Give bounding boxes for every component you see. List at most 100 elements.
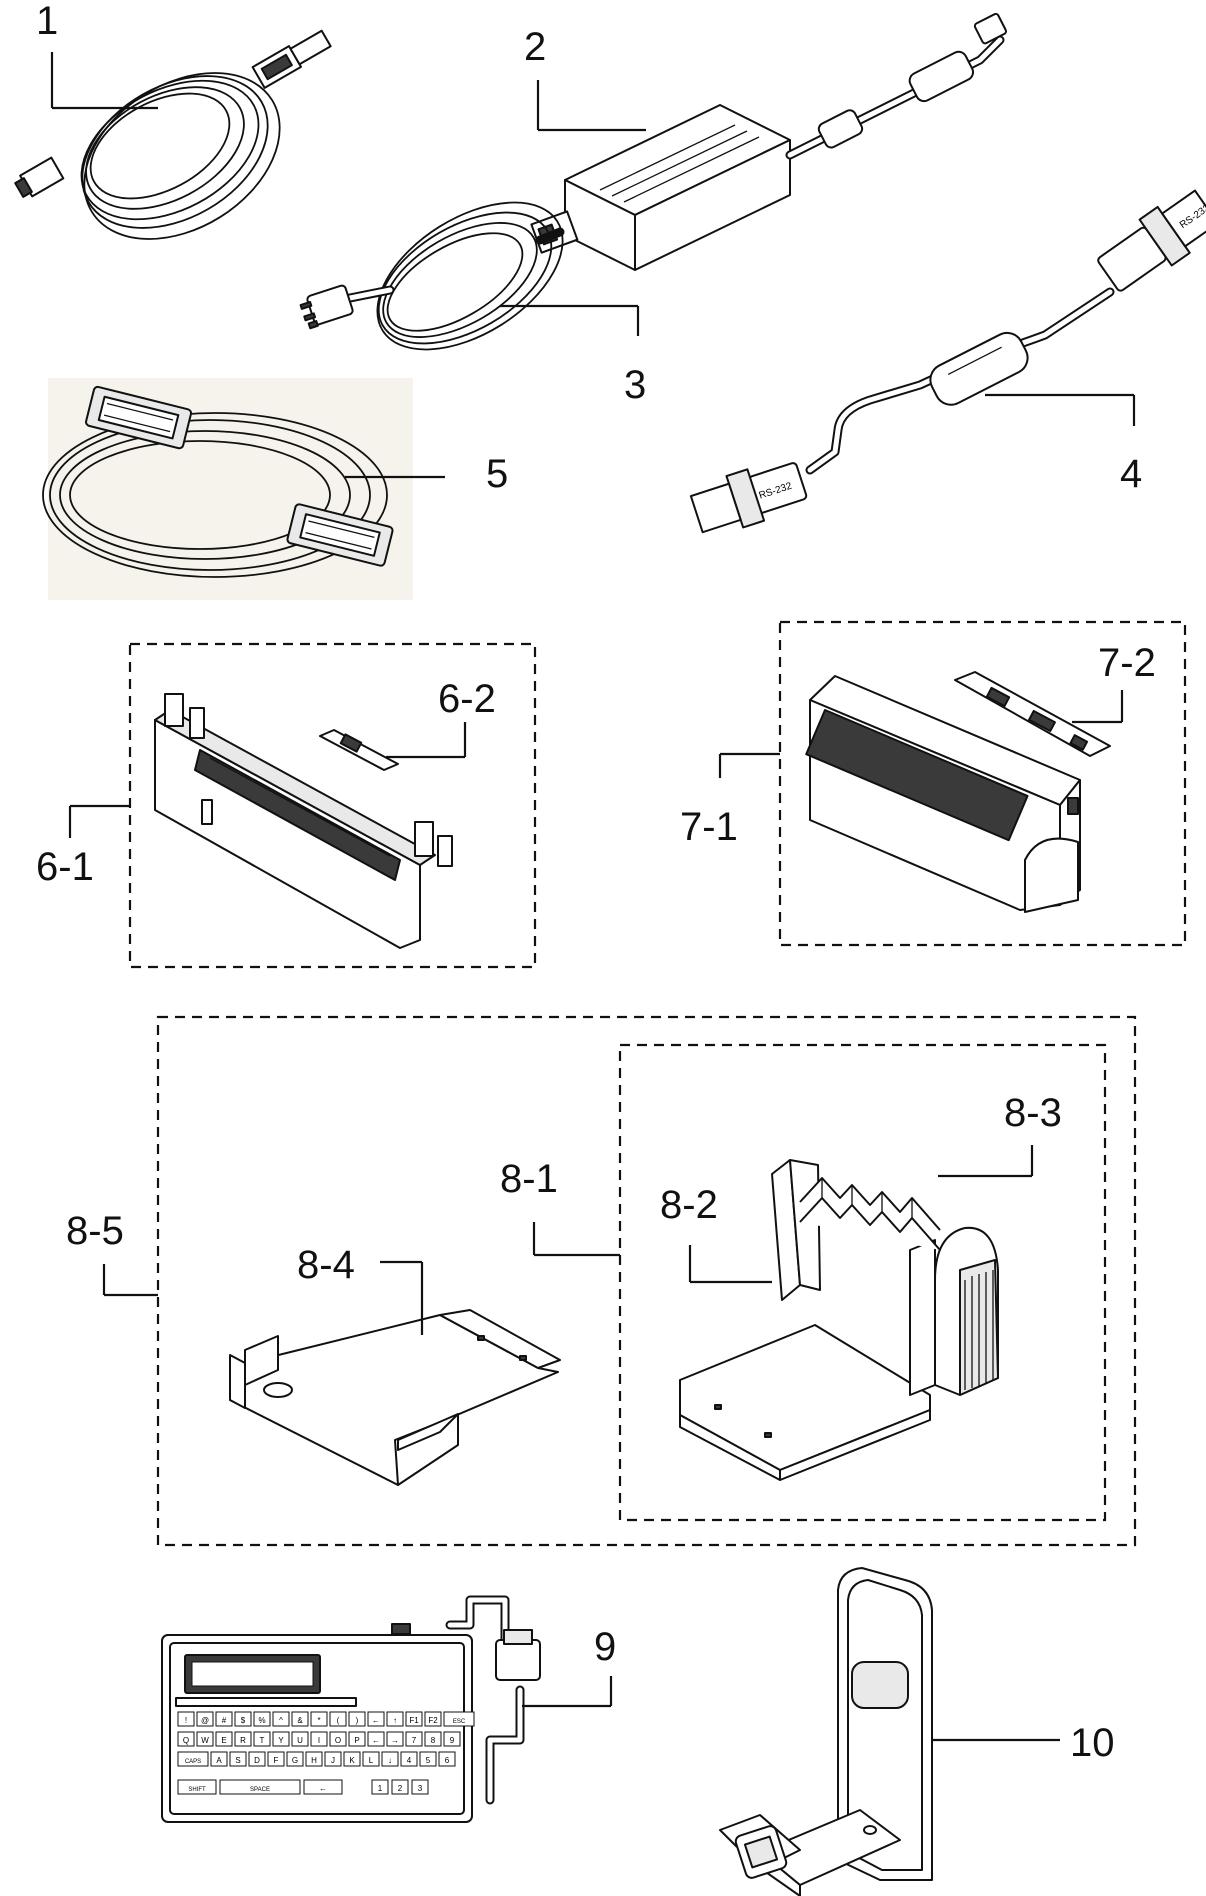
keypad-key — [391, 1779, 409, 1795]
keypad-key-label: SHIFT — [188, 1787, 206, 1793]
keypad-key — [310, 1711, 328, 1727]
callout-8-4: 8-4 — [297, 1243, 355, 1287]
keypad-key-label: U — [297, 1736, 303, 1745]
callout-8-3: 8-3 — [1004, 1091, 1062, 1135]
callout-8-2: 8-2 — [660, 1183, 718, 1227]
keypad-key — [348, 1731, 366, 1747]
keypad-key-label: F — [274, 1756, 279, 1765]
callout-8-1: 8-1 — [500, 1157, 558, 1201]
keypad-key-label: → — [391, 1736, 399, 1745]
keypad-key — [196, 1731, 214, 1747]
keypad-key — [348, 1711, 366, 1727]
keypad-key-label: SPACE — [250, 1787, 270, 1793]
keypad-key — [367, 1731, 385, 1747]
callout-1: 1 — [36, 0, 58, 43]
keypad-key-label: H — [311, 1756, 317, 1765]
keypad-key-label: A — [216, 1756, 222, 1765]
usb-cable — [14, 29, 332, 240]
keypad-key — [367, 1711, 385, 1727]
keypad-key-label: 6 — [445, 1756, 450, 1765]
keypad-key-label: ) — [356, 1716, 359, 1725]
keypad-key — [253, 1711, 271, 1727]
keypad-key — [229, 1751, 247, 1767]
keypad-key — [267, 1751, 285, 1767]
keypad-key-label: D — [254, 1756, 260, 1765]
keypad-key — [329, 1731, 347, 1747]
keypad-key-label: J — [331, 1756, 335, 1765]
keypad-key — [405, 1711, 423, 1727]
group-8-5-frame — [156, 1015, 1137, 1547]
part-7-2-board — [954, 671, 1111, 757]
power-adapter — [530, 12, 1007, 271]
keypad-key — [411, 1779, 429, 1795]
callout-6-2: 6-2 — [438, 677, 496, 721]
keypad-key — [177, 1731, 195, 1747]
part-6-2-board — [319, 729, 399, 771]
keypad-key — [362, 1751, 380, 1767]
callout-10: 10 — [1070, 1721, 1115, 1765]
keypad-key — [286, 1751, 304, 1767]
keypad-key-label: L — [369, 1756, 374, 1765]
keypad-key — [443, 1711, 475, 1727]
parallel-cable — [42, 378, 413, 600]
keypad-key-label: 7 — [412, 1736, 417, 1745]
keypad-key — [303, 1779, 343, 1795]
part-7-1-peeler-module — [805, 675, 1081, 913]
part-6-1-cutter-module — [154, 693, 453, 949]
keypad-key-label: * — [317, 1716, 320, 1725]
keypad-key-label: & — [297, 1716, 303, 1725]
keypad-key-label: F1 — [409, 1716, 419, 1725]
keypad-key-label: T — [260, 1736, 265, 1745]
keypad-key-label: R — [240, 1736, 246, 1745]
power-cord — [299, 201, 565, 351]
keypad-key-label: ^ — [279, 1716, 283, 1725]
keypad-key-label: G — [292, 1756, 298, 1765]
keypad-key — [196, 1711, 214, 1727]
callout-5: 5 — [486, 452, 508, 496]
keypad-key — [329, 1711, 347, 1727]
keypad-key — [438, 1751, 456, 1767]
callout-6-1: 6-1 — [36, 845, 94, 889]
keypad-key-label: Q — [183, 1736, 189, 1745]
keypad-key — [210, 1751, 228, 1767]
keypad-key-label: ↑ — [393, 1716, 397, 1725]
keypad-key — [272, 1711, 290, 1727]
keypad-key-label: CAPS — [185, 1759, 201, 1765]
keypad-key — [386, 1711, 404, 1727]
keypad-key — [424, 1711, 442, 1727]
keypad-key-label: ← — [372, 1736, 380, 1745]
keypad-key-label: 8 — [431, 1736, 436, 1745]
keypad-key-label: P — [354, 1736, 359, 1745]
keypad-key-label: 2 — [398, 1784, 403, 1793]
keypad-key — [177, 1711, 195, 1727]
keypad-key — [177, 1751, 209, 1767]
keypad-key — [272, 1731, 290, 1747]
keypad-key-label: Y — [278, 1736, 284, 1745]
callout-4: 4 — [1120, 452, 1142, 496]
keypad-key-label: # — [222, 1716, 227, 1725]
keypad-key — [424, 1731, 442, 1747]
part-8-4-mounting-plate — [229, 1309, 561, 1486]
keypad-key — [291, 1731, 309, 1747]
keypad-key-label: E — [221, 1736, 226, 1745]
keyboard-display-unit — [161, 1595, 541, 1823]
keypad-key — [400, 1751, 418, 1767]
callout-7-1: 7-1 — [680, 805, 738, 849]
keypad-key — [219, 1779, 301, 1795]
keypad-key — [324, 1751, 342, 1767]
keypad-key-label: W — [201, 1736, 209, 1745]
callout-3: 3 — [624, 363, 646, 407]
keypad-key-label: S — [235, 1756, 240, 1765]
keypad-key — [234, 1731, 252, 1747]
callout-9: 9 — [594, 1625, 616, 1669]
keypad-key-label: ← — [372, 1716, 380, 1725]
keypad-key-label: @ — [201, 1716, 209, 1725]
keypad-key-label: O — [335, 1736, 341, 1745]
keypad-key-label: % — [258, 1716, 265, 1725]
keypad-key — [310, 1731, 328, 1747]
keypad-key-label: F2 — [428, 1716, 438, 1725]
keypad-key-label: 9 — [450, 1736, 455, 1745]
callout-2: 2 — [524, 25, 546, 69]
